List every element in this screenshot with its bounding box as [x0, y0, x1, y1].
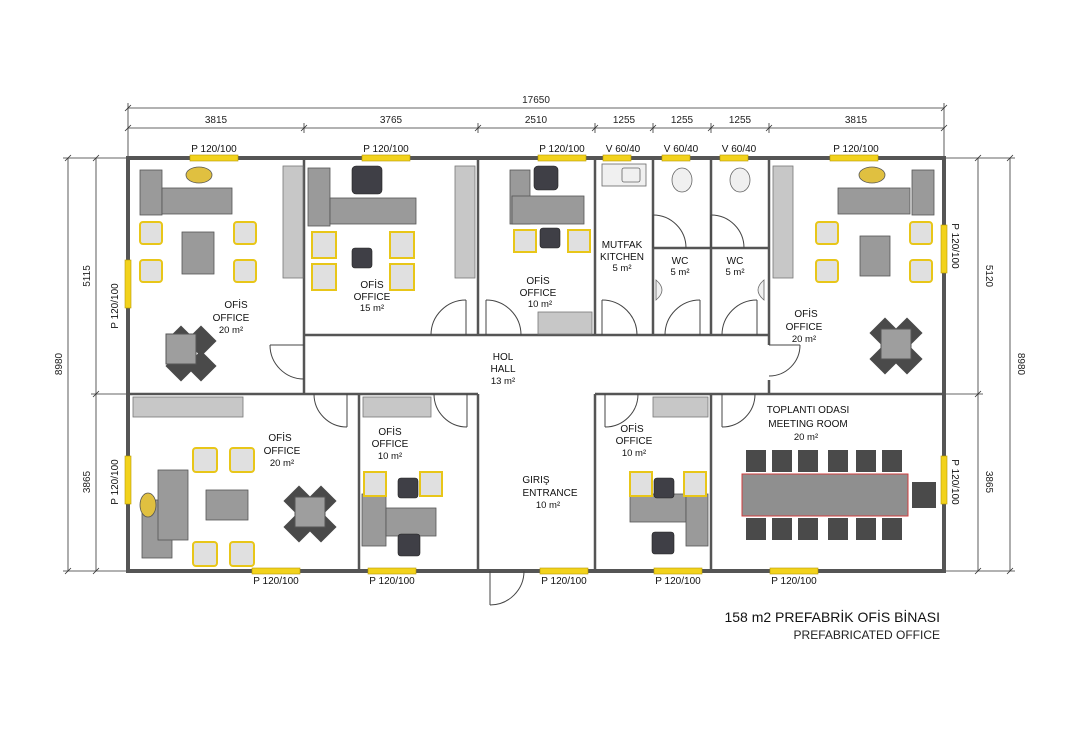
svg-text:OFİS: OFİS — [224, 298, 248, 311]
svg-text:OFİS: OFİS — [794, 307, 818, 320]
svg-text:OFFICE: OFFICE — [786, 322, 823, 333]
svg-text:WC: WC — [672, 256, 689, 267]
plan-subtitle: PREFABRICATED OFFICE — [794, 628, 940, 642]
svg-text:OFİS: OFİS — [268, 431, 292, 444]
window-label: P 120/100 — [541, 576, 587, 587]
window-label: P 120/100 — [110, 459, 121, 505]
dim-right-upper: 5120 — [983, 265, 994, 288]
svg-text:TOPLANTI ODASI: TOPLANTI ODASI — [767, 405, 850, 416]
dim-total-width: 17650 — [522, 95, 550, 106]
cafe-table-tl — [165, 325, 217, 382]
window-label: P 120/100 — [369, 576, 415, 587]
window-label: P 120/100 — [655, 576, 701, 587]
doors — [269, 214, 801, 606]
room-wc-1: WC 5 m² — [671, 256, 690, 278]
window-label: P 120/100 — [949, 459, 960, 505]
svg-text:OFFICE: OFFICE — [372, 439, 409, 450]
svg-text:5 m²: 5 m² — [671, 267, 690, 278]
interior-walls — [128, 158, 944, 571]
room-office-bottom-left: OFİS OFFICE 20 m² — [264, 431, 301, 469]
dimension-labels: 17650 3815 3765 2510 1255 1255 1255 3815… — [54, 95, 1026, 494]
svg-text:KITCHEN: KITCHEN — [600, 252, 644, 263]
svg-text:20 m²: 20 m² — [794, 432, 818, 443]
room-office-10-br: OFİS OFFICE 10 m² — [616, 422, 653, 459]
room-office-15: OFİS OFFICE 15 m² — [354, 278, 391, 314]
svg-text:OFFICE: OFFICE — [520, 288, 557, 299]
room-labels: OFİS OFFICE 20 m² OFİS OFFICE 15 m² OFİS… — [213, 240, 850, 511]
dim-top-seg: 3765 — [380, 115, 403, 126]
dim-right-lower: 3865 — [983, 471, 994, 494]
svg-text:10 m²: 10 m² — [528, 299, 552, 310]
svg-text:OFİS: OFİS — [360, 278, 384, 291]
window-label: P 120/100 — [363, 144, 409, 155]
svg-text:OFFICE: OFFICE — [264, 446, 301, 457]
svg-text:OFFICE: OFFICE — [616, 436, 653, 447]
window-label: V 60/40 — [664, 144, 699, 155]
dim-left-upper: 5115 — [82, 265, 93, 287]
dim-top-seg: 2510 — [525, 115, 548, 126]
svg-text:13 m²: 13 m² — [491, 376, 515, 387]
svg-text:20 m²: 20 m² — [270, 458, 294, 469]
meeting-table — [741, 450, 936, 540]
windows — [124, 154, 948, 575]
room-entrance: GIRIŞ ENTRANCE 10 m² — [522, 475, 577, 511]
plan-title: 158 m2 PREFABRİK OFİS BİNASI — [724, 608, 940, 625]
svg-text:HALL: HALL — [490, 364, 515, 375]
window-labels: P 120/100 P 120/100 P 120/100 V 60/40 V … — [110, 144, 960, 587]
svg-text:10 m²: 10 m² — [536, 500, 560, 511]
svg-text:ENTRANCE: ENTRANCE — [522, 488, 577, 499]
cafe-table-tr — [869, 317, 923, 375]
dim-left-lower: 3865 — [82, 470, 93, 493]
window-label: P 120/100 — [191, 144, 237, 155]
window-label: P 120/100 — [110, 283, 121, 329]
window-label: P 120/100 — [949, 223, 960, 269]
room-office-top-left: OFİS OFFICE 20 m² — [213, 298, 250, 336]
dim-top-seg: 3815 — [205, 115, 228, 126]
svg-text:OFFICE: OFFICE — [213, 313, 250, 324]
svg-text:GIRIŞ: GIRIŞ — [522, 475, 550, 486]
window-label: P 120/100 — [771, 576, 817, 587]
cafe-table-bl — [283, 485, 337, 543]
window-label: P 120/100 — [833, 144, 879, 155]
svg-text:WC: WC — [727, 256, 744, 267]
dim-top-seg: 1255 — [671, 115, 694, 126]
dimension-lines — [63, 103, 1015, 575]
dim-top-seg: 1255 — [729, 115, 752, 126]
svg-text:OFFICE: OFFICE — [354, 292, 391, 303]
room-kitchen: MUTFAK KITCHEN 5 m² — [600, 240, 644, 274]
window-label: P 120/100 — [253, 576, 299, 587]
dim-total-height-left: 8980 — [54, 352, 65, 375]
svg-text:20 m²: 20 m² — [792, 334, 816, 345]
dim-total-height-right: 8980 — [1015, 353, 1026, 376]
walls — [126, 156, 946, 573]
svg-text:OFİS: OFİS — [526, 274, 550, 287]
window-label: P 120/100 — [539, 144, 585, 155]
window-label: V 60/40 — [606, 144, 641, 155]
room-hall: HOL HALL 13 m² — [490, 352, 515, 387]
room-office-10-bl: OFİS OFFICE 10 m² — [372, 425, 409, 462]
svg-text:5 m²: 5 m² — [613, 263, 632, 274]
room-wc-2: WC 5 m² — [726, 256, 745, 278]
room-meeting: TOPLANTI ODASI MEETING ROOM 20 m² — [767, 405, 850, 443]
furniture — [132, 163, 936, 567]
svg-text:OFİS: OFİS — [620, 422, 644, 435]
dim-top-seg: 1255 — [613, 115, 636, 126]
window-label: V 60/40 — [722, 144, 757, 155]
svg-text:10 m²: 10 m² — [622, 448, 646, 459]
svg-text:MEETING ROOM: MEETING ROOM — [768, 419, 847, 430]
svg-text:HOL: HOL — [493, 352, 514, 363]
dim-top-seg: 3815 — [845, 115, 868, 126]
svg-text:MUTFAK: MUTFAK — [602, 240, 643, 251]
svg-text:20 m²: 20 m² — [219, 325, 243, 336]
svg-text:15 m²: 15 m² — [360, 303, 384, 314]
room-office-top-right: OFİS OFFICE 20 m² — [786, 307, 823, 345]
room-office-10-top: OFİS OFFICE 10 m² — [520, 274, 557, 310]
svg-text:5 m²: 5 m² — [726, 267, 745, 278]
svg-text:10 m²: 10 m² — [378, 451, 402, 462]
svg-text:OFİS: OFİS — [378, 425, 402, 438]
